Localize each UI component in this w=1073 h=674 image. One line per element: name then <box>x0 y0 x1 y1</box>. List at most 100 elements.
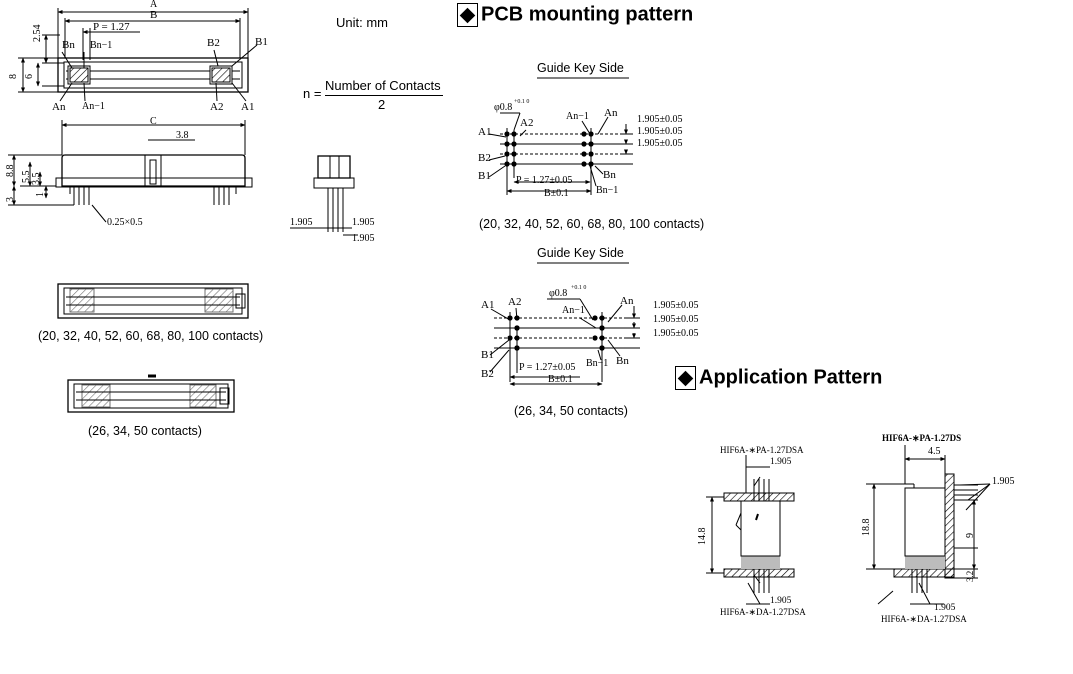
outline-view-26-50 <box>67 374 235 413</box>
pin-a2-label: A2 <box>210 101 224 113</box>
pcb-hole <box>504 131 510 137</box>
dim-b-label: B <box>150 9 158 21</box>
end-view-dim-right: 1.905 <box>352 217 375 228</box>
pin-bn-label: Bn <box>62 39 75 51</box>
pcb-hole <box>588 131 594 137</box>
pcb2-b-tolerance: B±0.1 <box>548 374 573 385</box>
pin-an1-label: An−1 <box>82 101 105 112</box>
app2-pitch-bottom: 1.905 <box>934 603 956 613</box>
outline-view-20-100 <box>57 283 249 319</box>
app2-dim-45: 4.5 <box>928 446 941 457</box>
pcb2-bn1-label: Bn−1 <box>586 358 609 369</box>
pcb1-dim-1: 1.905±0.05 <box>637 114 683 125</box>
app2-bottom-part-number: HIF6A-∗DA-1.27DSA <box>881 614 967 624</box>
pcb2-an1-label: An−1 <box>562 305 585 316</box>
dim-6-label: 6 <box>24 74 35 79</box>
pcb-hole <box>599 315 605 321</box>
outline-caption-20-100: (20, 32, 40, 52, 60, 68, 80, 100 contact… <box>38 329 264 343</box>
pcb-hole <box>592 335 598 341</box>
pcb-hole <box>504 151 510 157</box>
pitch-label: P = 1.27 <box>93 21 130 33</box>
end-view-dim-bottom: 1.905 <box>352 233 375 244</box>
pcb-mounting-pattern-title: PCB mounting pattern <box>481 3 694 26</box>
pcb-hole <box>514 315 520 321</box>
top-view-connector <box>18 8 258 102</box>
dim-a-label: A <box>150 0 158 10</box>
pcb-hole <box>588 161 594 167</box>
pcb-hole <box>511 141 517 147</box>
pcb-hole <box>514 345 520 351</box>
pcb1-bn-label: Bn <box>603 169 616 181</box>
diamond-bullet-icon <box>675 366 696 390</box>
formula-lhs: n = <box>303 86 322 101</box>
pcb2-dim-3: 1.905±0.05 <box>653 328 699 339</box>
pcb-hole <box>581 151 587 157</box>
dim-1-label: 1 <box>35 192 46 197</box>
dim-254-label: 2.54 <box>32 24 43 43</box>
pcb-hole <box>511 131 517 137</box>
app1-pitch-top: 1.905 <box>770 457 792 467</box>
pcb1-b1-label: B1 <box>478 170 491 182</box>
pcb1-a1-label: A1 <box>478 126 492 138</box>
app2-height-label: 18.8 <box>861 518 872 537</box>
pcb1-hole-label: φ0.8 <box>494 102 513 113</box>
pcb-hole <box>588 141 594 147</box>
pcb1-an-label: An <box>604 107 618 119</box>
dim-8-label: 8 <box>8 74 19 79</box>
pcb-hole <box>581 131 587 137</box>
end-view-dim-left: 1.905 <box>290 217 313 228</box>
pcb1-b-tolerance: B±0.1 <box>544 188 569 199</box>
pcb-hole <box>511 161 517 167</box>
pcb1-b2-label: B2 <box>478 152 491 164</box>
pcb-mounting-pattern-heading: PCB mounting pattern <box>457 3 693 27</box>
pcb-hole <box>592 315 598 321</box>
end-view-connector <box>290 155 358 236</box>
dim-38-label: 3.8 <box>176 130 189 141</box>
pin-bn1-label: Bn−1 <box>90 40 113 51</box>
formula-numerator: Number of Contacts <box>325 78 441 93</box>
pcb-pattern-1 <box>488 77 633 195</box>
pin-b1-label: B1 <box>255 36 268 48</box>
pcb1-dim-3: 1.905±0.05 <box>637 138 683 149</box>
formula-denominator: 2 <box>378 97 386 112</box>
application-pattern-heading: Application Pattern <box>675 366 882 390</box>
pcb-pattern-1-holes <box>504 131 594 167</box>
pcb2-caption: (26, 34, 50 contacts) <box>514 404 628 418</box>
pin-b2-label: B2 <box>207 37 220 49</box>
pcb1-hole-tolerance: +0.1 0 <box>514 99 530 105</box>
pcb2-dim-1: 1.905±0.05 <box>653 300 699 311</box>
pcb1-guide-key-label: Guide Key Side <box>537 61 624 75</box>
pcb-hole <box>581 161 587 167</box>
pcb2-hole-tolerance: +0.1 0 <box>571 285 587 291</box>
dim-35-label: 3.5 <box>31 172 42 186</box>
pcb2-guide-key-label: Guide Key Side <box>537 246 624 260</box>
pcb-hole <box>588 151 594 157</box>
pcb2-dim-2: 1.905±0.05 <box>653 314 699 325</box>
outline-caption-26-50: (26, 34, 50 contacts) <box>88 424 202 438</box>
side-view-connector <box>8 120 253 223</box>
pcb-hole <box>504 161 510 167</box>
pcb-hole <box>507 315 513 321</box>
formula-fraction-bar <box>325 95 443 96</box>
pcb-hole <box>514 335 520 341</box>
application-pattern-1 <box>706 455 795 605</box>
pcb1-bn1-label: Bn−1 <box>596 185 619 196</box>
app1-pitch-bottom: 1.905 <box>770 596 792 606</box>
pcb-hole <box>599 345 605 351</box>
pin-a1-label: A1 <box>241 101 255 113</box>
pcb1-caption: (20, 32, 40, 52, 60, 68, 80, 100 contact… <box>479 217 705 231</box>
pcb2-bn-label: Bn <box>616 355 629 367</box>
application-pattern-2 <box>866 445 991 605</box>
pcb-hole <box>599 335 605 341</box>
pcb-hole <box>514 325 520 331</box>
pin-an-label: An <box>52 101 66 113</box>
pcb2-hole-label: φ0.8 <box>549 288 568 299</box>
app2-top-part-number: HIF6A-∗PA-1.27DS <box>882 433 962 443</box>
pcb2-b1-label: B1 <box>481 349 494 361</box>
pcb2-an-label: An <box>620 295 634 307</box>
pcb-hole <box>599 325 605 331</box>
pcb1-pitch-label: P = 1.27±0.05 <box>516 175 573 186</box>
dim-88-label: 8.8 <box>5 164 16 178</box>
